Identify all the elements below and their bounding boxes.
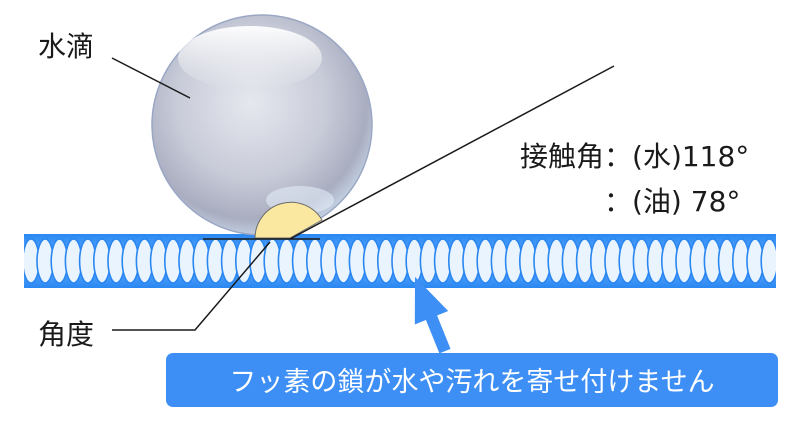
surface-cells — [24, 238, 776, 284]
droplet-label: 水滴 — [38, 30, 94, 63]
oil-angle-value: ：(油) 78° — [604, 185, 740, 218]
surface-cell — [760, 238, 776, 284]
water-angle-value: ：(水)118° — [604, 140, 749, 173]
tangent-line — [289, 65, 615, 240]
droplet-leader-line — [111, 57, 191, 99]
water-droplet — [151, 14, 373, 236]
banner-background — [166, 353, 778, 407]
arrow-shape — [414, 276, 451, 354]
contact-angle-title: 接触角 — [520, 140, 604, 173]
angle-leader-line — [112, 241, 271, 331]
contact-angle-wedge — [254, 201, 323, 239]
fluorine-surface-band — [24, 234, 776, 288]
up-arrow-icon — [414, 276, 451, 354]
droplet-highlight — [178, 26, 322, 90]
contact-angle-water-line: 接触角：(水)118° — [520, 140, 749, 173]
angle-label: 角度 — [38, 318, 94, 351]
feature-banner: フッ素の鎖が水や汚れを寄せ付けません — [166, 353, 778, 407]
banner-text: フッ素の鎖が水や汚れを寄せ付けません — [229, 367, 714, 398]
